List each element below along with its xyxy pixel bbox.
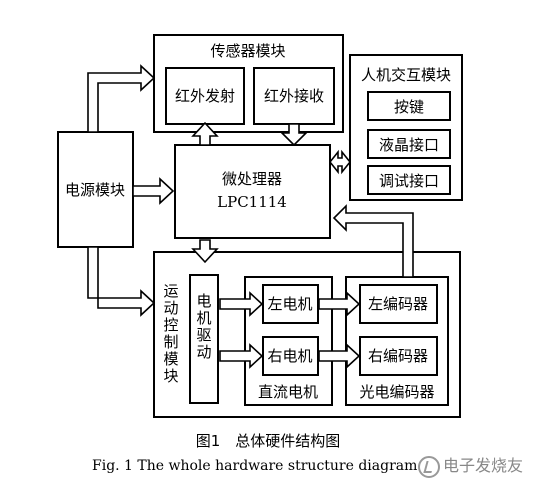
arrow-encoder-feedback-to-mcu: [332, 204, 414, 278]
ir-transmit-label: 红外发射: [175, 87, 235, 105]
left-encoder-label: 左编码器: [368, 295, 428, 313]
vert-motion-char: 运: [163, 282, 178, 300]
ir-transmit-box: [165, 67, 245, 125]
lcd-interface-label: 液晶接口: [379, 136, 439, 154]
watermark-logo-icon: [418, 455, 440, 478]
ir-receive-label: 红外接收: [264, 87, 324, 105]
arrow-power-to-motion: [87, 246, 156, 317]
right-encoder-label: 右编码器: [368, 347, 428, 365]
hmi-module-label: 人机交互模块: [361, 66, 451, 84]
vert-driver-char: 电: [196, 292, 211, 310]
arrow-left-motor-to-encoder: [318, 291, 361, 317]
right-motor-box: [262, 336, 319, 376]
vert-motion-char: 制: [163, 333, 178, 351]
arrow-mcu-to-motor-driver: [191, 239, 219, 264]
mcu-label-line1: 微处理器: [222, 170, 282, 188]
vert-driver-char: 动: [196, 343, 211, 361]
sensor-module-label: 传感器模块: [210, 42, 285, 60]
arrow-ir-receive-to-mcu: [280, 123, 308, 147]
vert-driver-char: 驱: [196, 326, 211, 344]
vert-driver-char: 机: [196, 309, 211, 327]
figure-caption-english: Fig. 1 The whole hardware structure diag…: [92, 458, 418, 474]
left-motor-box: [262, 284, 319, 324]
debug-interface-label: 调试接口: [379, 172, 439, 190]
debug-interface-box: [367, 165, 451, 195]
mcu-label-line2: LPC1114: [217, 193, 287, 211]
watermark-text: 电子发烧友: [443, 456, 524, 475]
buttons-label: 按键: [394, 98, 424, 116]
power-module-label: 电源模块: [65, 181, 125, 199]
arrow-mcu-to-ir-transmit: [191, 121, 219, 146]
dc-motor-label: 直流电机: [258, 383, 318, 401]
lcd-interface-box: [367, 129, 451, 159]
figure-caption-chinese: 图1 总体硬件结构图: [195, 432, 341, 450]
watermark: 电子发烧友: [418, 452, 523, 478]
vert-motion-char: 模: [163, 350, 178, 368]
vert-motion-char: 块: [163, 367, 178, 385]
vert-motion-char: 控: [163, 316, 178, 334]
arrow-power-to-mcu: [132, 177, 175, 205]
left-motor-label: 左电机: [267, 295, 312, 313]
arrow-right-motor-to-encoder: [318, 343, 361, 369]
arrow-driver-to-right-motor: [219, 343, 264, 369]
power-module-box: [57, 131, 134, 248]
vert-motion-char: 动: [163, 299, 178, 317]
motor-driver-box: [189, 274, 219, 404]
arrow-mcu-hmi-bidirectional: [328, 149, 352, 175]
mcu-box: [174, 144, 331, 239]
arrow-driver-to-left-motor: [219, 291, 264, 317]
buttons-box: [367, 91, 451, 121]
arrow-power-to-sensor: [87, 64, 156, 133]
right-motor-label: 右电机: [267, 347, 312, 365]
hardware-structure-diagram: 传感器模块 红外发射 红外接收 人机交互模块 按键 液晶接口 调试接口 电源模块…: [57, 34, 463, 418]
photo-encoder-label: 光电编码器: [359, 383, 434, 401]
